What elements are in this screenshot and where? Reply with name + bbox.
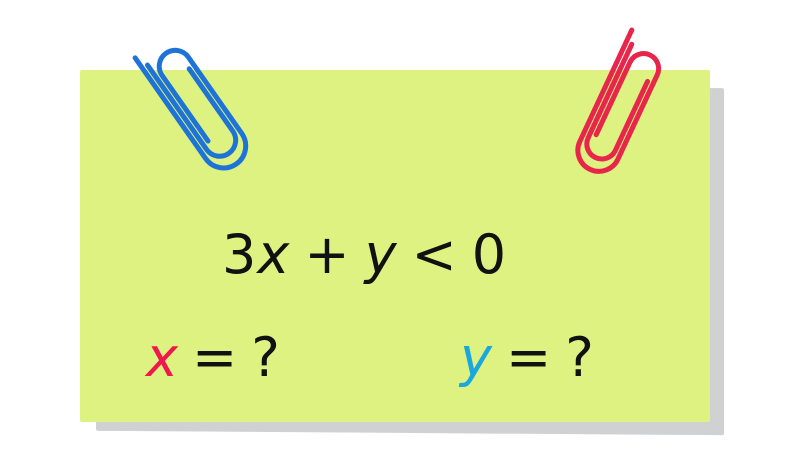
x-variable-label: x [146, 326, 178, 389]
x-equals-sign: = [191, 326, 238, 389]
left-paperclip-icon [132, 47, 249, 171]
main-inequality: 3x+y<0 [222, 228, 507, 282]
variable-y: y [364, 223, 398, 286]
x-question: x=? [146, 331, 280, 385]
variable-x: x [257, 223, 291, 286]
y-equals-sign: = [505, 326, 552, 389]
y-question: y=? [460, 331, 594, 385]
less-than-sign: < [411, 223, 458, 286]
y-variable-label: y [460, 326, 492, 389]
right-paperclip-icon [575, 27, 662, 174]
coefficient-3: 3 [222, 223, 258, 286]
y-question-mark: ? [565, 326, 594, 389]
plus-sign: + [304, 223, 351, 286]
x-question-mark: ? [251, 326, 280, 389]
zero: 0 [471, 223, 508, 286]
